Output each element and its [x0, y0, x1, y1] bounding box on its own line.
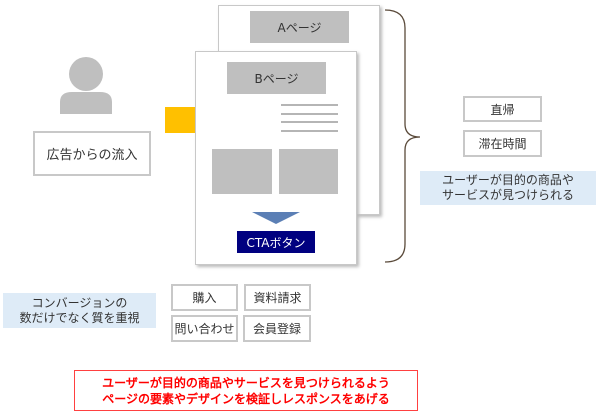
- text-line: [281, 104, 338, 106]
- text-line: [281, 113, 338, 115]
- ad-inflow-label: 広告からの流入: [33, 131, 151, 176]
- image-placeholder: [279, 149, 338, 194]
- metric-bounce: 直帰: [463, 96, 542, 122]
- conversion-inquiry: 問い合わせ: [171, 315, 238, 342]
- brace-icon: [383, 8, 423, 264]
- conclusion-line: ページの要素やデザインを検証しレスポンスをあげる: [102, 391, 390, 406]
- metrics-note-line: サービスが見つけられる: [441, 188, 574, 202]
- cta-button[interactable]: CTAボタン: [237, 231, 315, 253]
- page-b-header: Bページ: [227, 62, 326, 94]
- metric-time-on-page: 滞在時間: [463, 130, 542, 157]
- conversion-registration: 会員登録: [243, 315, 311, 342]
- page-a-header: Aページ: [250, 11, 349, 43]
- metrics-note-line: ユーザーが目的の商品や: [442, 173, 574, 187]
- metrics-note: ユーザーが目的の商品や サービスが見つけられる: [420, 171, 596, 205]
- text-line: [281, 130, 338, 132]
- person-icon: [58, 52, 114, 114]
- conversion-purchase: 購入: [171, 284, 238, 311]
- conclusion-line: ユーザーが目的の商品やサービスを見つけられるよう: [102, 375, 390, 390]
- conversion-document-request: 資料請求: [244, 284, 311, 311]
- conversion-note: コンバージョンの 数だけでなく質を重視: [3, 293, 156, 328]
- image-placeholder: [212, 149, 272, 194]
- conversion-note-line: 数だけでなく質を重視: [19, 310, 140, 325]
- conclusion-box: ユーザーが目的の商品やサービスを見つけられるよう ページの要素やデザインを検証し…: [74, 370, 418, 411]
- conversion-note-line: コンバージョンの: [31, 295, 128, 310]
- triangle-down-icon: [252, 209, 300, 224]
- text-line: [281, 121, 338, 123]
